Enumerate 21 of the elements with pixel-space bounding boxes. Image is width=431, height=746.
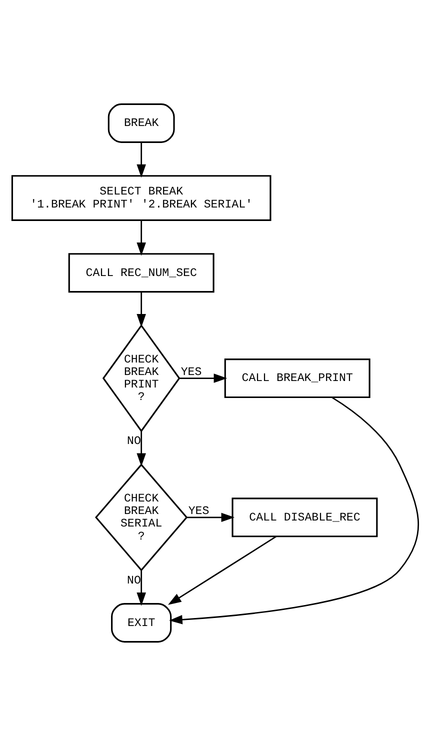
node-diamond: CHECK BREAK PRINT ? (102, 324, 180, 432)
edge-label: NO (127, 435, 141, 448)
node-box: CALL REC_NUM_SEC (68, 253, 214, 293)
edge-label: NO (127, 574, 141, 588)
arrow (169, 396, 419, 624)
arrow (136, 220, 146, 256)
node-box: CALL DISABLE_REC (232, 498, 378, 538)
node-box: BREAK (108, 103, 175, 143)
node-box: SELECT BREAK '1.BREAK PRINT' '2.BREAK SERIAL' (11, 175, 272, 221)
arrow (136, 292, 146, 328)
node-box: CALL BREAK_PRINT (224, 358, 370, 398)
arrow (136, 570, 146, 606)
edge-label: YES (180, 366, 202, 379)
arrow (136, 431, 146, 467)
arrow (168, 536, 277, 605)
node-diamond: CHECK BREAK SERIAL ? (94, 464, 188, 572)
arrow (186, 512, 235, 522)
arrow (136, 142, 146, 178)
arrow (179, 374, 228, 383)
edge-label: YES (188, 505, 210, 518)
node-box: EXIT (111, 603, 172, 643)
